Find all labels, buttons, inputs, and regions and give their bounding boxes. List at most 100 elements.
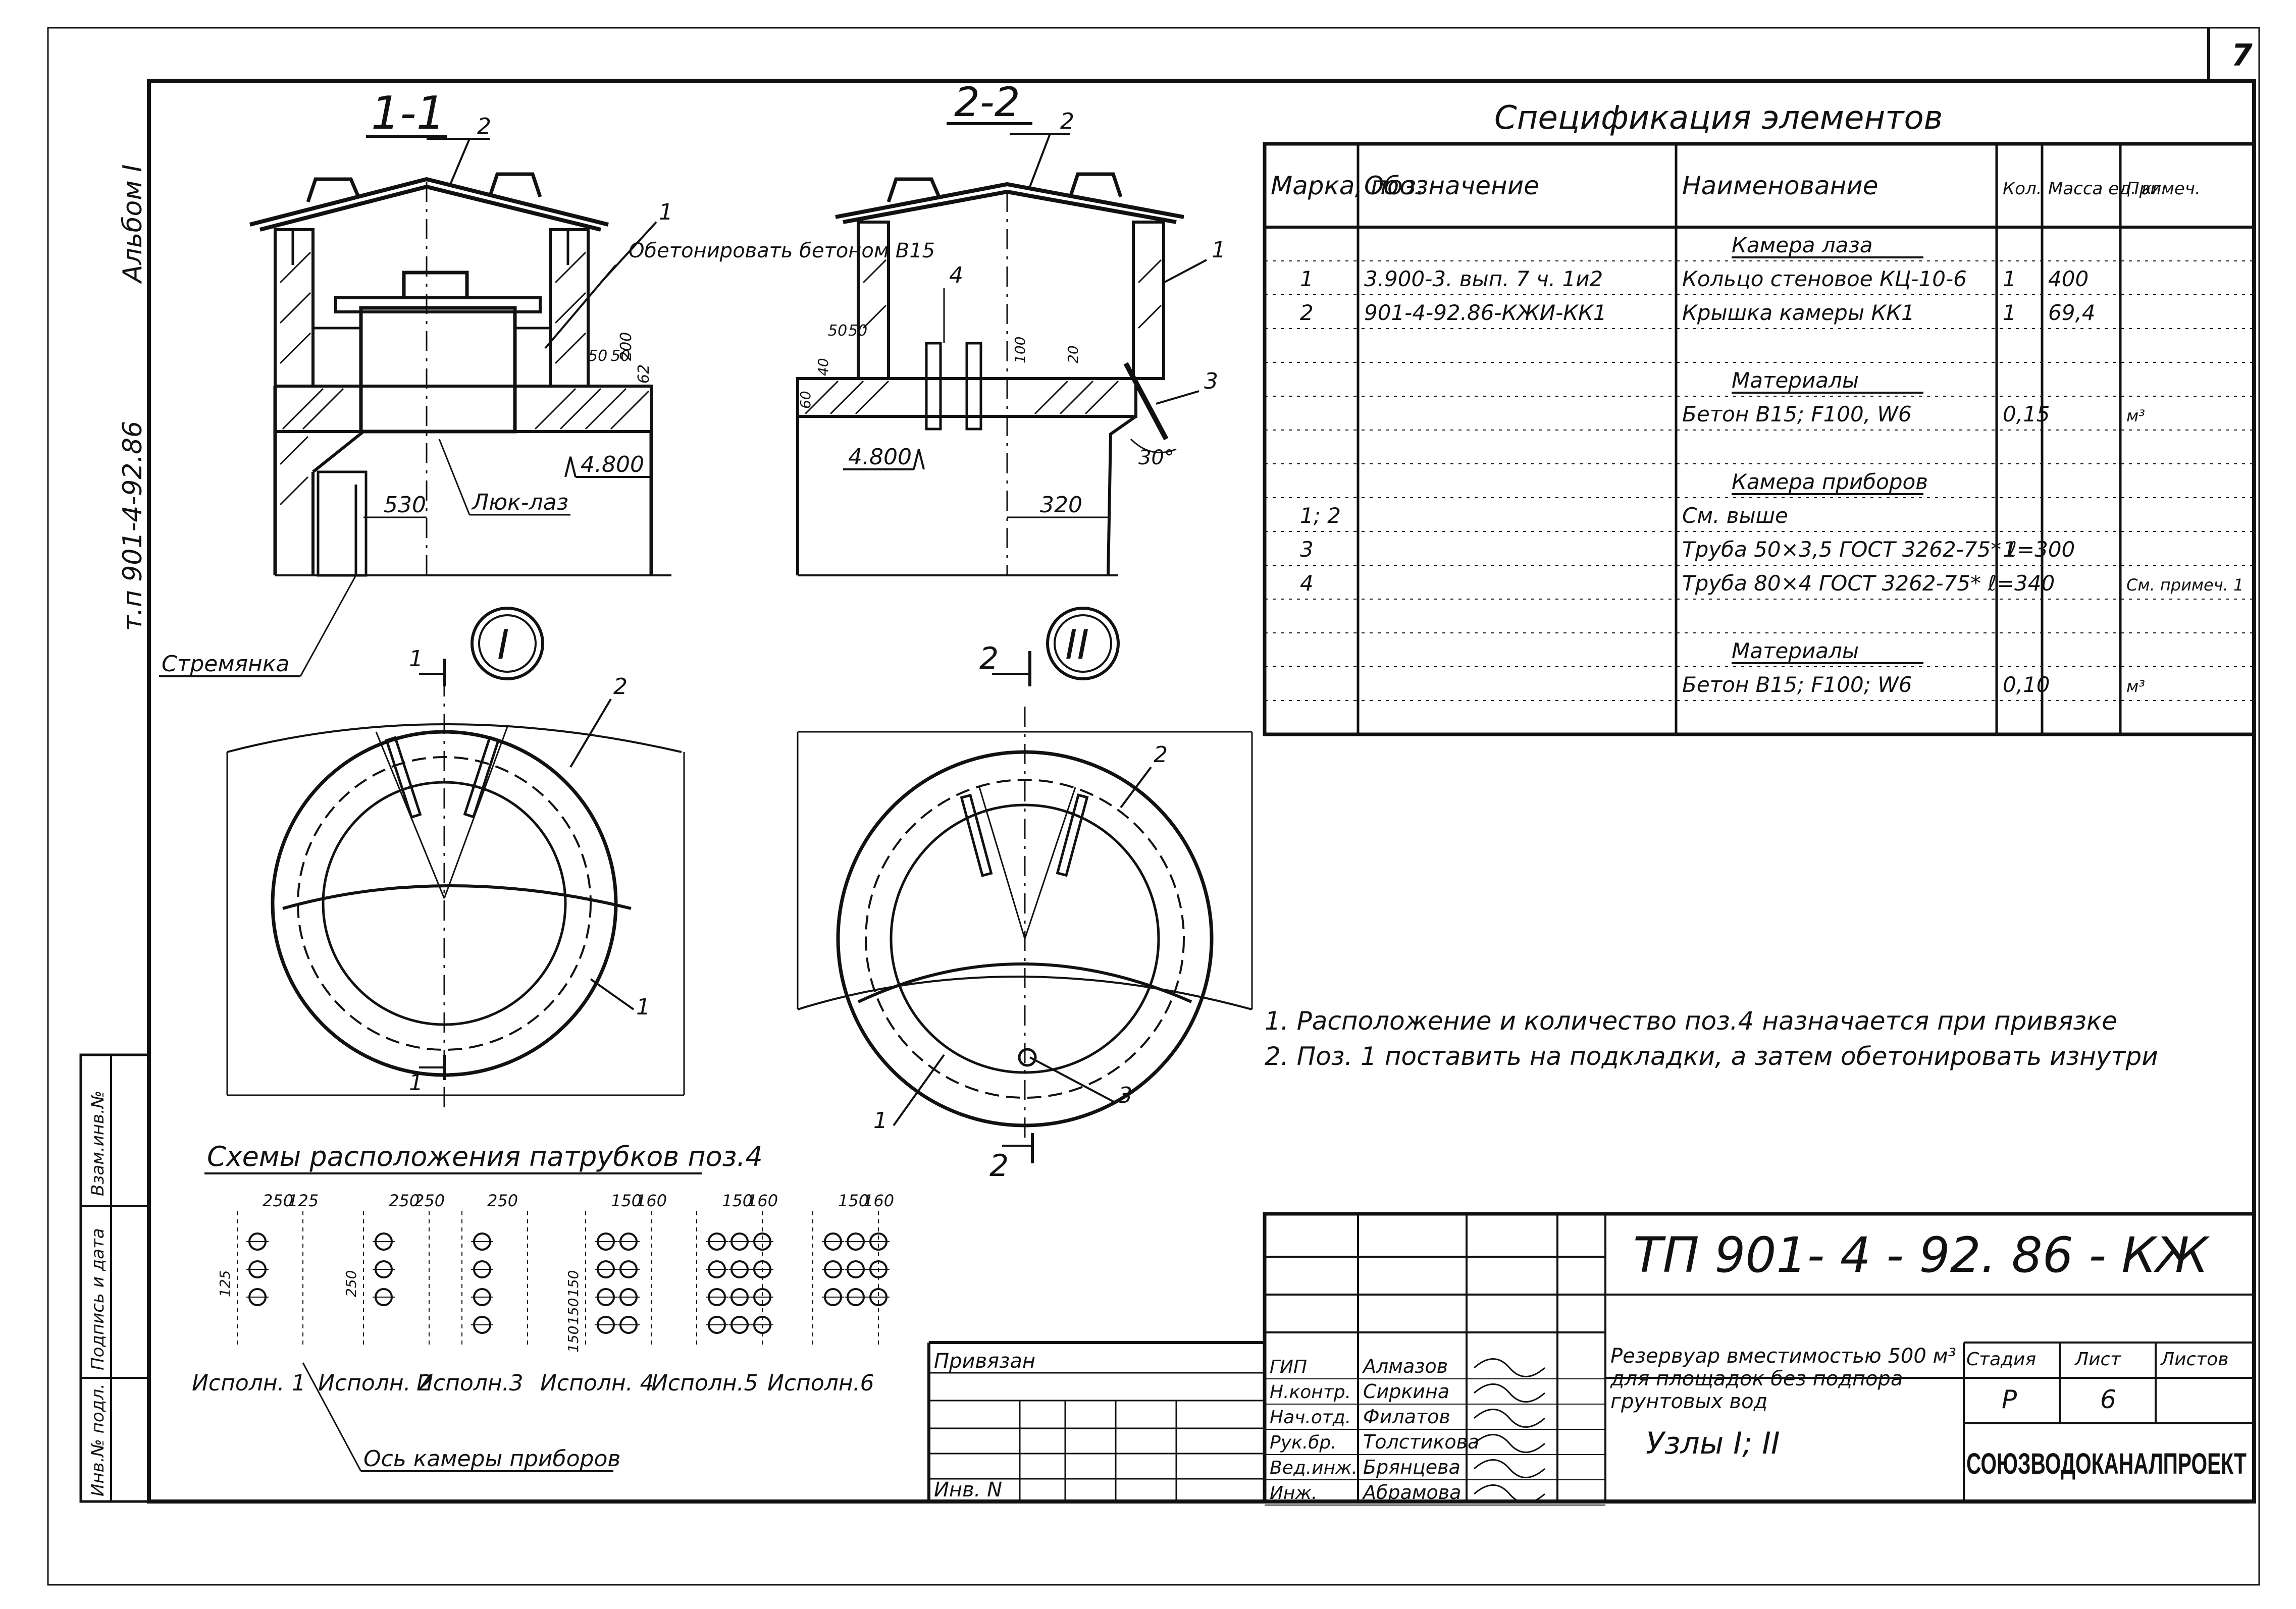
hatch-label: Люк-лаз	[471, 490, 568, 515]
spec-cell: 1	[2003, 300, 2016, 325]
svg-text:530: 530	[384, 492, 426, 518]
spec-cell: 69,4	[2048, 300, 2096, 325]
svg-text:100: 100	[1012, 337, 1028, 363]
role-name: Филатов	[1363, 1406, 1450, 1428]
scheme-dim: 250	[414, 1191, 445, 1210]
role-title: Нач.отд.	[1270, 1407, 1351, 1428]
spec-cell: 1; 2	[1300, 503, 1341, 528]
svg-text:20: 20	[1065, 345, 1081, 363]
axis-label: Ось камеры приборов	[363, 1446, 620, 1472]
spec-cell: Камера приборов	[1732, 469, 1928, 494]
title-subtitle: Узлы I; II	[1646, 1426, 1780, 1461]
inner-frame	[147, 79, 2256, 1504]
signature-mark	[1474, 1434, 1545, 1453]
signature-mark	[1474, 1383, 1545, 1403]
scheme-variant-label: Исполн. 4	[540, 1370, 654, 1396]
svg-text:1: 1	[659, 199, 673, 225]
role-name: Абрамова	[1362, 1481, 1461, 1504]
spec-cell: Бетон В15; F100; W6	[1682, 672, 1912, 697]
spec-cell: Материалы	[1732, 638, 1859, 663]
svg-text:Листов: Листов	[2160, 1349, 2228, 1370]
svg-text:1: 1	[1212, 237, 1226, 263]
note-2: 2. Поз. 1 поставить на подкладки, а зате…	[1265, 1042, 2158, 1071]
svg-text:2: 2	[1154, 742, 1168, 768]
spec-header-3: Кол.	[2003, 179, 2042, 199]
scheme-variant-label: Исполн.5	[651, 1370, 758, 1396]
title-desc-3: грунтовых вод	[1610, 1390, 1767, 1413]
spec-cell: Бетон В15; F100, W6	[1682, 402, 1912, 426]
scheme-dim: 150	[722, 1191, 753, 1210]
scheme-dim: 125	[288, 1191, 319, 1210]
title-desc-1: Резервуар вместимостью 500 м³	[1610, 1345, 1956, 1368]
scheme-dim: 250	[487, 1191, 518, 1210]
ladder-label: Стремянка	[162, 651, 289, 677]
scheme-dim: 150	[565, 1326, 582, 1353]
spec-cell: Кольцо стеновое КЦ-10-6	[1682, 266, 1967, 291]
section-2-2: 2-2 2 1 4 3 50 50 60	[796, 79, 1226, 576]
spec-cell: 1	[2003, 537, 2016, 562]
spec-title: Спецификация элементов	[1494, 99, 1943, 137]
spec-cell: 901-4-92.86-КЖИ-КК1	[1364, 300, 1607, 325]
svg-text:50: 50	[588, 347, 607, 365]
svg-text:Взам.инв.№: Взам.инв.№	[88, 1091, 108, 1196]
spec-cell: 400	[2048, 266, 2089, 291]
scheme-dim: 160	[747, 1191, 778, 1210]
scheme-dim: 250	[343, 1270, 359, 1297]
spec-cell: 3.900-3. вып. 7 ч. 1и2	[1364, 266, 1603, 291]
svg-text:Инв.№ подл.: Инв.№ подл.	[88, 1383, 108, 1496]
scheme-dim: 150	[611, 1191, 642, 1210]
spec-table: Спецификация элементов Марка, поз.Обозна…	[1263, 99, 2256, 736]
project-side-label: т.п 901-4-92.86	[118, 421, 148, 631]
scheme-variant-label: Исполн. 1	[192, 1370, 306, 1396]
plan-node-II: II 2 1 3 2 2	[797, 607, 1253, 1184]
role-title: Н.контр.	[1270, 1382, 1351, 1403]
role-title: Инж.	[1270, 1483, 1317, 1504]
scheme-dim: 160	[636, 1191, 667, 1210]
role-name: Брянцева	[1363, 1456, 1460, 1478]
spec-cell: 0,10	[2003, 672, 2050, 697]
title-desc-2: для площадок без подпора	[1610, 1367, 1903, 1390]
svg-text:2: 2	[1060, 109, 1074, 134]
scheme-dim: 150	[565, 1298, 582, 1325]
spec-cell: 1	[2003, 266, 2016, 291]
spec-header-2: Наименование	[1682, 171, 1878, 200]
scheme-dim: 160	[863, 1191, 894, 1210]
spec-cell: Камера лаза	[1732, 233, 1872, 257]
spec-header-4: Масса ед. кг	[2048, 179, 2162, 199]
spec-cell: Труба 80×4 ГОСТ 3262-75* ℓ=340	[1682, 571, 2055, 596]
role-title: Рук.бр.	[1270, 1432, 1337, 1453]
role-name: Алмазов	[1362, 1355, 1448, 1377]
spec-cell: Крышка камеры КК1	[1682, 300, 1915, 325]
spec-cell: 1	[1300, 266, 1314, 291]
svg-text:2: 2	[989, 1148, 1009, 1184]
spec-cell: См. выше	[1682, 503, 1788, 528]
svg-text:4: 4	[949, 262, 963, 288]
spec-cell: См. примеч. 1	[2126, 575, 2243, 595]
scheme-dim: 150	[565, 1270, 582, 1297]
signature-mark	[1474, 1459, 1545, 1478]
svg-text:1: 1	[636, 994, 650, 1020]
signature-mark	[1474, 1409, 1545, 1428]
svg-text:50: 50	[828, 322, 847, 340]
scheme-variant-label: Исполн.3	[416, 1370, 524, 1396]
svg-text:I: I	[497, 621, 509, 668]
svg-text:50: 50	[611, 347, 630, 365]
spec-cell: Материалы	[1732, 368, 1859, 393]
svg-text:200: 200	[617, 332, 635, 361]
spec-cell: 0,15	[2003, 402, 2050, 426]
scheme-dim: 250	[389, 1191, 420, 1210]
scheme-variant-label: Исполн. 2	[318, 1370, 432, 1396]
svg-text:320: 320	[1040, 492, 1082, 518]
note-1: 1. Расположение и количество поз.4 назна…	[1265, 1006, 2117, 1036]
svg-text:Подпись и дата: Подпись и дата	[88, 1228, 108, 1370]
svg-text:50: 50	[848, 322, 867, 340]
album-label: Альбом I	[118, 165, 148, 284]
sheet-number: 7	[2231, 38, 2253, 73]
spec-cell: 4	[1300, 571, 1314, 596]
level-1: 4.800	[581, 452, 644, 477]
outer-border	[47, 27, 2260, 1586]
spec-header-1: Обозначение	[1364, 171, 1539, 200]
inv-label: Инв. N	[934, 1478, 1002, 1501]
scheme-variant-label: Исполн.6	[767, 1370, 874, 1396]
